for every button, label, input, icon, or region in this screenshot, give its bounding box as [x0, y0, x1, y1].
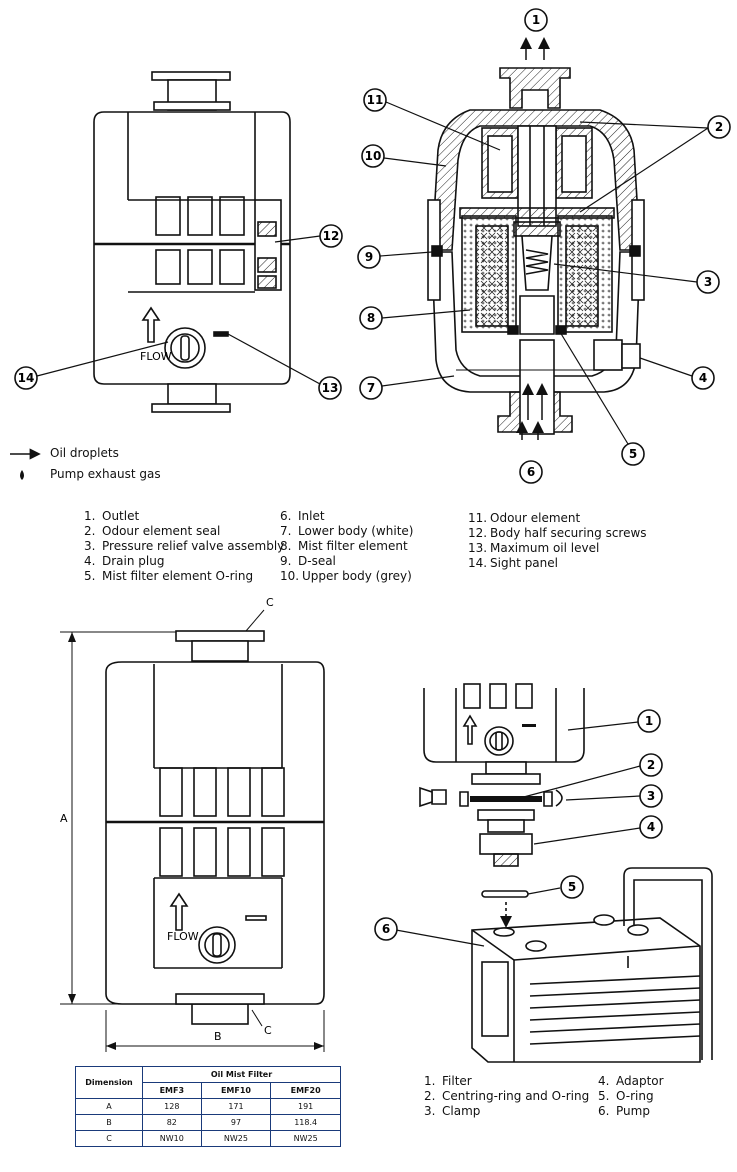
callout-a6-label: 6: [382, 922, 390, 936]
assembly-list-col2: 4.Adaptor 5.O-ring 6.Pump: [598, 1074, 664, 1119]
flow-label-dimension: FLOW: [167, 930, 199, 943]
callout-a1: 1: [567, 709, 661, 733]
callout-a5-label: 5: [568, 880, 576, 894]
table-header-group: Oil Mist Filter: [142, 1066, 341, 1083]
external-view: [93, 71, 291, 413]
list-item: 3.Pressure relief valve assembly: [84, 539, 285, 553]
callout-s10-label: 10: [365, 149, 382, 163]
list-item: 5.O-ring: [598, 1089, 654, 1103]
callout-s5-label: 5: [629, 447, 637, 461]
legend-pump-exhaust-gas: Pump exhaust gas: [50, 467, 161, 481]
callout-a2-label: 2: [647, 758, 655, 772]
callout-s1-label: 1: [532, 13, 540, 27]
table-header-model: EMF3: [142, 1082, 202, 1099]
list-item: 1.Filter: [424, 1074, 472, 1088]
table-row: C NW10 NW25 NW25: [75, 1130, 341, 1147]
legend-oil-droplets: Oil droplets: [50, 446, 119, 460]
assembly-view: [419, 683, 713, 1063]
callout-13-label: 13: [322, 381, 339, 395]
callout-s10: 10: [361, 144, 447, 168]
callout-14-label: 14: [18, 371, 35, 385]
callout-a5: 5: [527, 875, 584, 899]
parts-list-col2: 6.Inlet 7.Lower body (white) 8.Mist filt…: [280, 509, 413, 584]
callout-13: 13: [227, 333, 342, 400]
callout-s1: 1: [524, 8, 548, 32]
callout-a6: 6: [374, 917, 485, 947]
dimensions-table: Dimension Oil Mist Filter EMF3 EMF10 EMF…: [75, 1066, 341, 1147]
list-item: 12.Body half securing screws: [468, 526, 647, 540]
callout-s3: 3: [553, 263, 720, 294]
exhaust-drop-icon: [20, 470, 24, 480]
callout-s11: 11: [363, 88, 501, 151]
callout-s6-label: 6: [527, 465, 535, 479]
callout-s11-label: 11: [367, 93, 384, 107]
dimension-view: [60, 609, 325, 1052]
parts-list-col3: 11.Odour element 12.Body half securing s…: [468, 511, 647, 571]
list-item: 2.Centring-ring and O-ring: [424, 1089, 590, 1103]
callout-14: 14: [14, 341, 169, 390]
flow-label-external: FLOW: [140, 350, 172, 363]
list-item: 4.Adaptor: [598, 1074, 664, 1088]
callout-a4-label: 4: [647, 820, 655, 834]
callout-a2: 2: [519, 753, 663, 799]
callout-s9-label: 9: [365, 250, 373, 264]
list-item: 1.Outlet: [84, 509, 140, 523]
list-item: 8.Mist filter element: [280, 539, 408, 553]
list-item: 10.Upper body (grey): [280, 569, 412, 583]
list-item: 3.Clamp: [424, 1104, 481, 1118]
table-row: B 82 97 118.4: [75, 1114, 341, 1131]
list-item: 14.Sight panel: [468, 556, 558, 570]
callout-s3-label: 3: [704, 275, 712, 289]
parts-list-col1: 1.Outlet 2.Odour element seal 3.Pressure…: [84, 509, 284, 584]
list-item: 7.Lower body (white): [280, 524, 414, 538]
list-item: 6.Inlet: [280, 509, 325, 523]
callout-s7-label: 7: [367, 381, 375, 395]
table-row: A 128 171 191: [75, 1098, 341, 1115]
callout-12-label: 12: [323, 229, 340, 243]
table-header-dimension: Dimension: [75, 1066, 143, 1099]
section-flow-arrows: [516, 37, 550, 440]
dimension-c-top-label: C: [266, 596, 274, 609]
list-item: 11.Odour element: [468, 511, 581, 525]
assembly-list-col1: 1.Filter 2.Centring-ring and O-ring 3.Cl…: [424, 1074, 589, 1119]
callout-s8: 8: [359, 306, 471, 330]
dimension-a-label: A: [60, 812, 68, 825]
callout-s9: 9: [357, 245, 433, 269]
callout-s5: 5: [559, 331, 645, 466]
list-item: 13.Maximum oil level: [468, 541, 600, 555]
callout-a3: 3: [565, 784, 663, 808]
callout-s6: 6: [519, 460, 543, 484]
callout-s8-label: 8: [367, 311, 375, 325]
callout-s4: 4: [639, 357, 715, 390]
list-item: 4.Drain plug: [84, 554, 165, 568]
dimension-c-bottom-label: C: [264, 1024, 272, 1037]
callout-a1-label: 1: [645, 714, 653, 728]
callout-a4: 4: [533, 815, 663, 845]
dimension-b-label: B: [214, 1030, 222, 1043]
callout-s2-label: 2: [715, 120, 723, 134]
callout-s7: 7: [359, 375, 455, 400]
list-item: 2.Odour element seal: [84, 524, 221, 538]
callout-a3-label: 3: [647, 789, 655, 803]
callout-s4-label: 4: [699, 371, 707, 385]
callout-s2: 2: [579, 115, 731, 213]
callout-12: 12: [274, 224, 343, 248]
list-item: 6.Pump: [598, 1104, 650, 1118]
section-view: [427, 67, 645, 435]
table-header-model: EMF10: [200, 1082, 272, 1099]
list-item: 9.D-seal: [280, 554, 336, 568]
list-item: 5.Mist filter element O-ring: [84, 569, 254, 583]
table-header-model: EMF20: [270, 1082, 341, 1099]
